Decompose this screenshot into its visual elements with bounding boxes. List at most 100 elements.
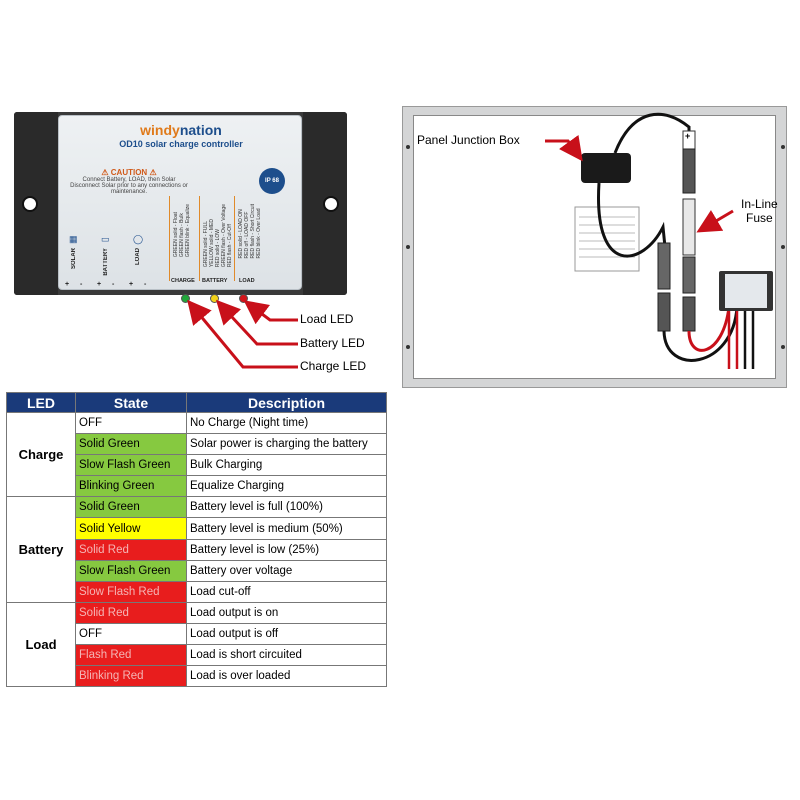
frame-rivets <box>406 145 785 349</box>
state-cell: Blinking Red <box>75 665 187 688</box>
table-header-row: LED State Description <box>6 392 387 413</box>
led-group-name: Load <box>6 601 76 688</box>
description-cell: Load output is on <box>186 601 387 624</box>
callout-charge-led: Charge LED <box>300 359 367 373</box>
terminal-sign: - <box>80 281 83 288</box>
battery-led-arrow <box>215 299 298 346</box>
junction-box-icon <box>581 153 631 183</box>
description-cell: Battery over voltage <box>186 559 387 582</box>
state-cell: Flash Red <box>75 644 187 667</box>
junction-box-arrow <box>545 134 583 162</box>
caution-notice: ⚠ CAUTION ⚠ Connect Battery, LOAD, then … <box>69 168 189 195</box>
mc4-connector-icon <box>682 256 696 294</box>
controller-feed-cable <box>662 306 739 362</box>
charge-led-icon <box>181 294 190 303</box>
model-label: OD10 solar charge controller <box>119 139 243 149</box>
load-led-icon <box>239 294 248 303</box>
callout-arrows <box>187 299 298 369</box>
positive-cable <box>613 112 691 167</box>
panel-spec-label <box>574 206 640 272</box>
led-caption-battery: BATTERY <box>202 278 228 284</box>
description-cell: Battery level is full (100%) <box>186 496 387 519</box>
terminal-sign: + <box>65 281 70 288</box>
warning-icon: ⚠ <box>101 168 111 177</box>
battery-icon: ▭ <box>101 234 110 244</box>
description-cell: Equalize Charging <box>186 475 387 498</box>
negative-cable <box>597 182 667 258</box>
wiring-diagram: Panel Junction Box In-Line Fuse + <box>402 106 787 388</box>
mount-hole-icon <box>22 196 38 212</box>
inline-fuse-icon <box>682 198 696 256</box>
terminal-sign: - <box>112 281 115 288</box>
state-cell: Solid Green <box>75 433 187 456</box>
led-caption-load: LOAD <box>239 278 255 284</box>
header-description: Description <box>186 392 387 413</box>
led-caption-charge: CHARGE <box>171 278 195 284</box>
caution-line-1: Connect Battery, LOAD, then Solar <box>82 177 176 183</box>
description-cell: Solar power is charging the battery <box>186 433 387 456</box>
mount-hole-icon <box>323 196 339 212</box>
callout-battery-led: Battery LED <box>300 336 365 350</box>
caution-title: ⚠ CAUTION ⚠ <box>101 168 157 177</box>
state-cell: OFF <box>75 411 187 435</box>
caution-line-2: Disconnect Solar prior to any connection… <box>70 183 188 195</box>
description-cell: Battery level is medium (50%) <box>186 517 387 540</box>
state-cell: Slow Flash Green <box>75 559 187 582</box>
battery-led-icon <box>210 294 219 303</box>
terminal-sign: - <box>144 281 147 288</box>
terminal-sign: + <box>97 281 102 288</box>
description-cell: Load is over loaded <box>186 665 387 688</box>
description-cell: Bulk Charging <box>186 454 387 477</box>
legend-divider <box>169 196 170 281</box>
mc4-connector-icon <box>657 292 671 332</box>
description-cell: Load is short circuited <box>186 644 387 667</box>
ip-rating-badge: IP 68 <box>259 168 285 194</box>
load-led-arrow <box>243 300 298 325</box>
brand-logo: windynation <box>140 122 222 138</box>
state-cell: OFF <box>75 622 187 646</box>
mc4-connector-icon <box>682 296 696 332</box>
charge-controller-illustration: windynation OD10 solar charge controller… <box>0 0 400 380</box>
description-cell: Load output is off <box>186 622 387 646</box>
state-cell: Solid Red <box>75 538 187 561</box>
fuse-arrow <box>696 209 734 233</box>
bulb-icon: ◯ <box>133 234 144 244</box>
legend-divider <box>199 196 200 281</box>
warning-icon: ⚠ <box>147 168 157 177</box>
fuse-label: In-Line Fuse <box>741 197 778 225</box>
state-cell: Blinking Green <box>75 475 187 498</box>
state-cell: Slow Flash Green <box>75 454 187 477</box>
description-cell: No Charge (Night time) <box>186 411 387 435</box>
callout-load-led: Load LED <box>300 312 354 326</box>
state-cell: Slow Flash Red <box>75 580 187 603</box>
wiring-drawing <box>406 112 785 369</box>
terminal-sign: + <box>129 281 134 288</box>
legend-divider <box>234 196 235 281</box>
led-group-name: Charge <box>6 411 76 498</box>
description-cell: Load cut-off <box>186 580 387 603</box>
controller-face: windynation OD10 solar charge controller… <box>58 115 302 290</box>
mount-ear-left <box>14 112 58 295</box>
header-led: LED <box>6 392 76 413</box>
solar-panel-icon: ▦ <box>69 234 78 244</box>
mount-ear-right <box>303 112 347 295</box>
state-cell: Solid Red <box>75 601 187 624</box>
description-cell: Battery level is low (25%) <box>186 538 387 561</box>
controller-output-wires <box>727 311 739 369</box>
junction-box-label: Panel Junction Box <box>417 133 520 147</box>
charge-led-arrow <box>187 299 298 369</box>
mc4-connector-icon <box>657 242 671 290</box>
plus-sign: + <box>685 131 691 141</box>
